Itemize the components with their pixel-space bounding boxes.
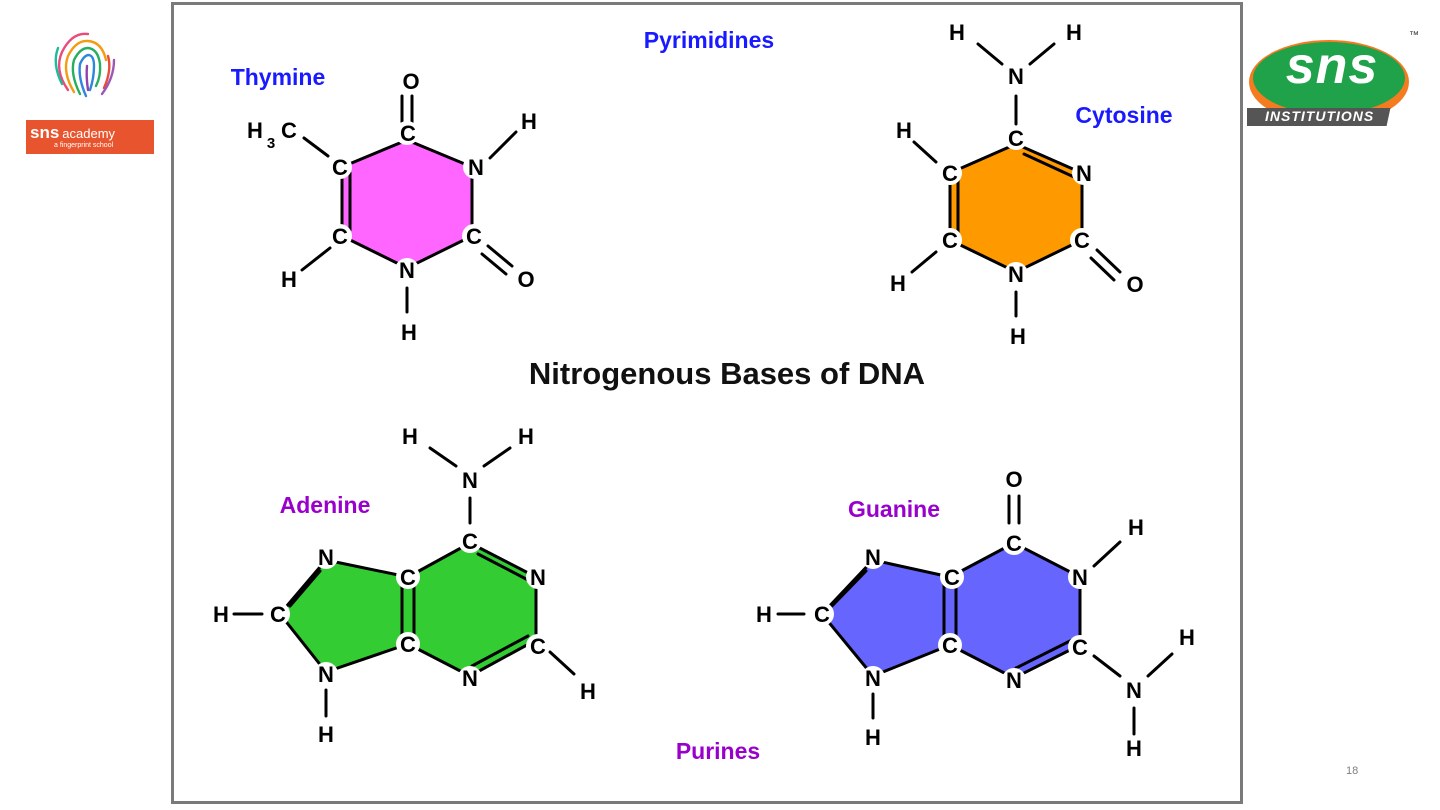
- svg-text:H: H: [1010, 324, 1026, 349]
- label-adenine: Adenine: [280, 492, 371, 518]
- left-logo-tagline: a fingerprint school: [54, 142, 114, 149]
- svg-text:C: C: [530, 634, 546, 659]
- svg-text:H: H: [1066, 20, 1082, 45]
- svg-text:C: C: [1008, 126, 1024, 151]
- adenine-atoms: H H N C N C H N C C N N H C H: [213, 424, 596, 747]
- svg-text:H: H: [865, 725, 881, 750]
- svg-text:C: C: [942, 161, 958, 186]
- svg-text:H: H: [281, 267, 297, 292]
- group-label-purines: Purines: [676, 738, 760, 764]
- sns-institutions-logo: sns INSTITUTIONS ™: [1236, 30, 1419, 130]
- guanine-atoms: O C N H C H N H N C C N N H C H: [756, 467, 1195, 761]
- svg-text:N: N: [462, 666, 478, 691]
- svg-text:N: N: [462, 468, 478, 493]
- svg-text:H: H: [756, 602, 772, 627]
- svg-text:H: H: [247, 118, 263, 143]
- atom-circles: [266, 121, 1096, 692]
- svg-text:N: N: [1126, 678, 1142, 703]
- svg-text:C: C: [400, 121, 416, 146]
- label-guanine: Guanine: [848, 496, 940, 522]
- svg-text:3: 3: [267, 135, 275, 152]
- svg-text:C: C: [814, 602, 830, 627]
- svg-text:C: C: [332, 155, 348, 180]
- svg-text:N: N: [399, 258, 415, 283]
- svg-text:O: O: [1126, 272, 1143, 297]
- svg-text:C: C: [1006, 531, 1022, 556]
- svg-text:C: C: [462, 529, 478, 554]
- svg-text:N: N: [318, 545, 334, 570]
- fingerprint-icon: [26, 32, 154, 154]
- svg-text:H: H: [518, 424, 534, 449]
- svg-text:N: N: [468, 155, 484, 180]
- svg-text:C: C: [942, 228, 958, 253]
- svg-text:O: O: [1005, 467, 1022, 492]
- svg-text:N: N: [1076, 161, 1092, 186]
- left-logo-word: academy: [62, 126, 116, 141]
- right-logo-word: INSTITUTIONS: [1265, 108, 1375, 124]
- svg-text:H: H: [1128, 515, 1144, 540]
- svg-text:H: H: [213, 602, 229, 627]
- svg-text:H: H: [580, 679, 596, 704]
- svg-text:C: C: [466, 224, 482, 249]
- svg-text:C: C: [270, 602, 286, 627]
- svg-text:H: H: [318, 722, 334, 747]
- svg-text:O: O: [402, 69, 419, 94]
- svg-text:N: N: [1072, 565, 1088, 590]
- svg-text:C: C: [332, 224, 348, 249]
- slide-frame: [171, 2, 1243, 804]
- page-number: 18: [1346, 765, 1359, 777]
- cytosine-bonds: [910, 42, 1122, 318]
- thymine-atoms: O C N H C O N H C H C H 3 C: [247, 69, 537, 345]
- right-logo-tm: ™: [1409, 30, 1419, 41]
- cytosine-atoms: H H N C N C O N H C H C H: [890, 20, 1144, 349]
- svg-text:H: H: [521, 109, 537, 134]
- right-logo-brand: sns: [1285, 37, 1379, 95]
- svg-text:H: H: [1126, 736, 1142, 761]
- guanine-ring: [822, 543, 1080, 678]
- guanine-bonds: [776, 494, 1174, 736]
- svg-text:C: C: [400, 565, 416, 590]
- cytosine-ring: [950, 144, 1082, 272]
- svg-text:C: C: [944, 565, 960, 590]
- thymine-bonds: [300, 94, 518, 314]
- svg-text:C: C: [281, 118, 297, 143]
- svg-text:C: C: [400, 632, 416, 657]
- svg-text:N: N: [1008, 262, 1024, 287]
- svg-text:H: H: [949, 20, 965, 45]
- svg-text:N: N: [1006, 668, 1022, 693]
- sns-institutions-badge: [1236, 40, 1409, 126]
- svg-text:H: H: [896, 118, 912, 143]
- svg-text:O: O: [517, 267, 534, 292]
- adenine-ring: [280, 543, 536, 676]
- svg-text:N: N: [1008, 64, 1024, 89]
- svg-text:H: H: [402, 424, 418, 449]
- svg-text:N: N: [865, 666, 881, 691]
- svg-text:C: C: [1072, 635, 1088, 660]
- main-title: Nitrogenous Bases of DNA: [529, 356, 925, 391]
- label-cytosine: Cytosine: [1075, 102, 1172, 128]
- svg-text:C: C: [942, 633, 958, 658]
- label-thymine: Thymine: [231, 64, 326, 90]
- svg-text:N: N: [318, 662, 334, 687]
- svg-text:N: N: [530, 565, 546, 590]
- svg-text:H: H: [401, 320, 417, 345]
- svg-text:H: H: [890, 271, 906, 296]
- left-logo-brand: sns: [30, 123, 60, 142]
- group-label-pyrimidines: Pyrimidines: [644, 27, 774, 53]
- svg-text:C: C: [1074, 228, 1090, 253]
- svg-text:N: N: [865, 545, 881, 570]
- thymine-ring: [342, 140, 472, 268]
- svg-text:H: H: [1179, 625, 1195, 650]
